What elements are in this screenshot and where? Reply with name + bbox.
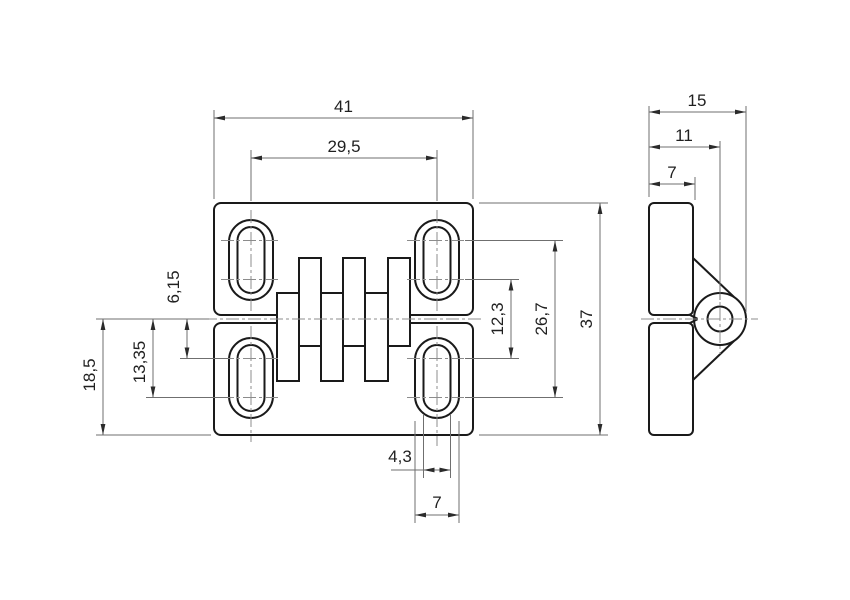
side-leaf-top (648, 202, 694, 316)
dim-front-far-span: 26,7 (465, 240, 563, 398)
dim-label-front-slot-width: 4,3 (388, 447, 412, 466)
boss-tangent-lower (692, 340, 735, 381)
dim-front-total-height: 37 (479, 202, 608, 436)
gap-taper-lower (688, 318, 698, 325)
side-leaf-bottom (648, 322, 694, 436)
dim-label-front-slot-near: 6,15 (164, 270, 183, 303)
dimensions: 41 29,5 37 26,7 12,3 (80, 91, 747, 523)
side-view (648, 202, 747, 436)
dim-front-half-height: 18,5 (80, 319, 211, 436)
knuckle-down-1 (298, 257, 322, 347)
centerlines (204, 210, 758, 446)
gap-taper-upper (688, 313, 698, 320)
knuckle-up-1 (276, 292, 300, 382)
dim-front-cbore-width: 7 (414, 421, 460, 523)
dim-label-front-hole-spacing: 29,5 (327, 137, 360, 156)
knuckle-up-2 (320, 292, 344, 382)
knuckle-up-3 (364, 292, 389, 382)
dim-side-thickness: 7 (649, 163, 696, 200)
front-view (213, 202, 474, 436)
dim-label-side-thickness: 7 (667, 163, 676, 182)
knuckle-down-3 (387, 257, 411, 347)
dim-front-slot-width: 4,3 (388, 414, 451, 478)
dim-label-front-half-height: 18,5 (80, 358, 99, 391)
dim-side-pin-offset: 11 (649, 126, 721, 300)
dim-front-slot-far: 13,35 (130, 319, 228, 398)
dim-label-front-far-span: 26,7 (532, 302, 551, 335)
knuckle-down-2 (342, 257, 366, 347)
hinge-knuckles (276, 257, 411, 382)
dim-front-near-span: 12,3 (465, 279, 519, 359)
dim-front-width: 41 (213, 97, 474, 199)
dim-label-front-cbore-width: 7 (432, 493, 441, 512)
dim-label-side-pin-offset: 11 (675, 126, 693, 145)
dim-label-front-width: 41 (334, 97, 353, 116)
dim-label-front-near-span: 12,3 (488, 302, 507, 335)
dim-label-front-slot-far: 13,35 (130, 341, 149, 384)
boss-tangent-upper (692, 257, 735, 298)
dim-label-front-total-height: 37 (577, 310, 596, 329)
dim-front-slot-near: 6,15 (96, 270, 228, 359)
dim-label-side-total-depth: 15 (688, 91, 707, 110)
dim-front-hole-spacing: 29,5 (250, 137, 438, 201)
